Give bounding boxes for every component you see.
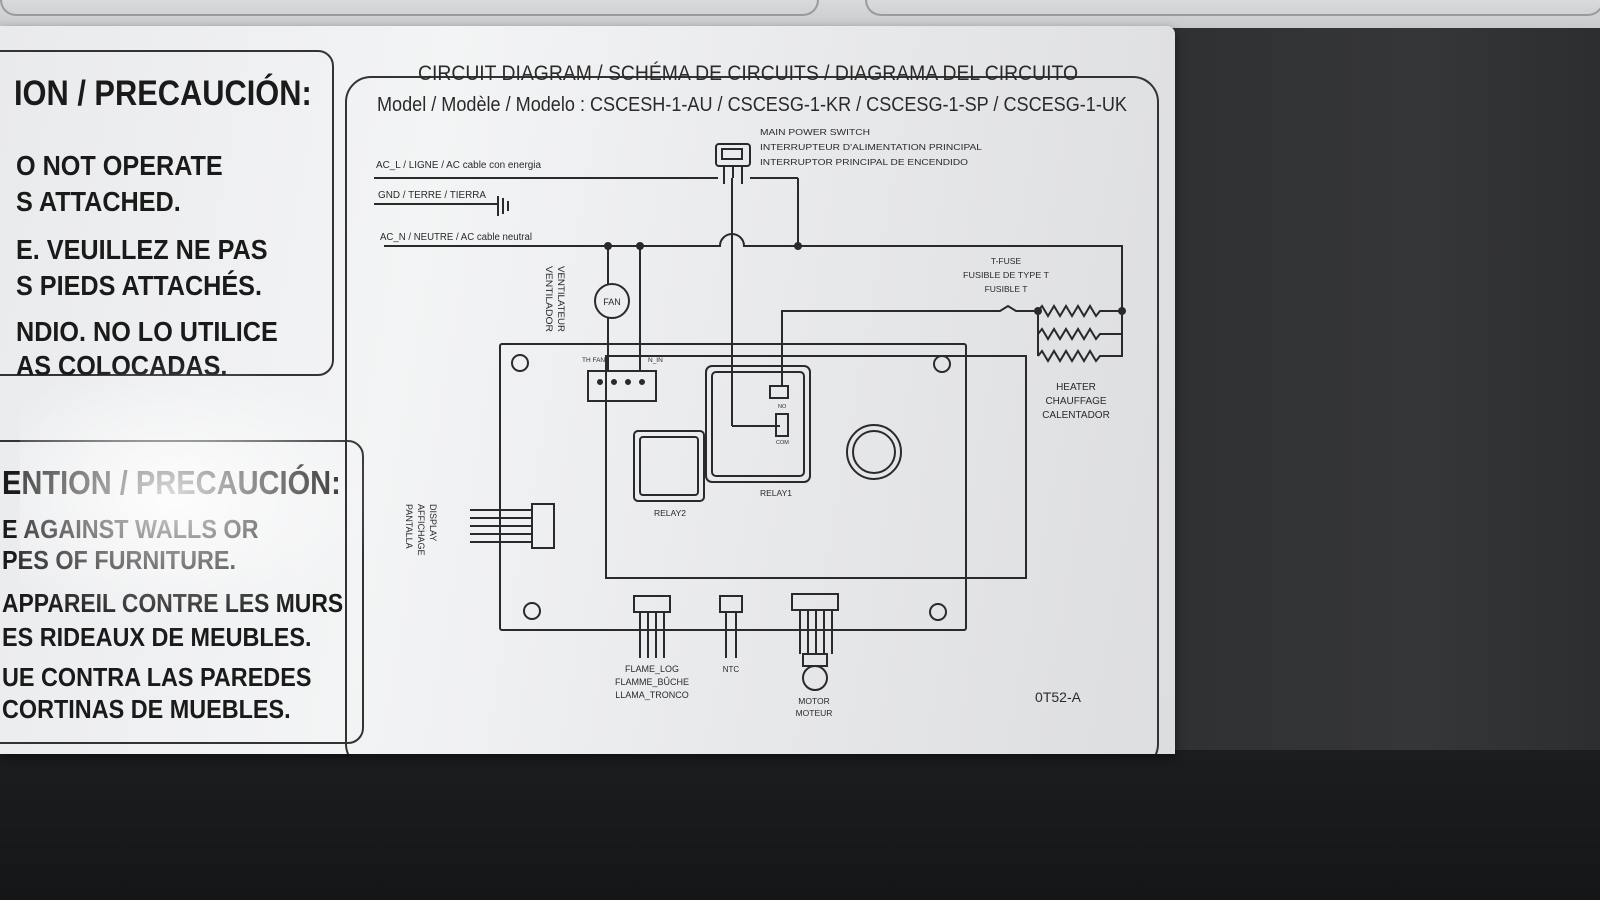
- circuit-diagram: CIRCUIT DIAGRAM / SCHÉMA DE CIRCUITS / D…: [374, 62, 1128, 718]
- motor-label: MOTOR: [798, 696, 829, 706]
- circuit-diagram-panel: [345, 76, 1159, 754]
- main-switch-label: INTERRUPTOR PRINCIPAL DE ENCENDIDO: [760, 157, 968, 167]
- sticker-label: ION / PRECAUCIÓN: O NOT OPERATE S ATTACH…: [0, 26, 1175, 754]
- warning-line: O NOT OPERATE: [16, 150, 223, 181]
- diagram-model: Model / Modèle / Modelo : CSCESH-1-AU / …: [377, 94, 1128, 116]
- fan-symbol-label: FAN: [603, 297, 621, 307]
- warning-line: S PIEDS ATTACHÉS.: [16, 270, 262, 301]
- display-label: PANTALLA: [404, 504, 414, 549]
- warning-heading: ION / PRECAUCIÓN:: [14, 74, 312, 113]
- fan-connector-label: TH FAN: [582, 357, 605, 364]
- relay1-label: RELAY1: [760, 488, 792, 498]
- relay-pin-label: COM: [776, 440, 789, 446]
- warning-line: NDIO. NO LO UTILICE: [16, 316, 278, 347]
- flame-log-label: FLAMME_BÛCHE: [615, 677, 689, 687]
- fan-connector-label: N_IN: [648, 357, 663, 364]
- fan-label: VENTILADOR: [544, 266, 554, 333]
- relay-pin-label: NO: [778, 404, 787, 410]
- display-label: AFFICHAGE: [416, 504, 426, 556]
- fan-labels: VENTILATEUR VENTILADOR: [544, 266, 566, 333]
- display-label: DISPLAY: [428, 504, 438, 541]
- display-labels: DISPLAY AFFICHAGE PANTALLA: [404, 504, 438, 556]
- fuse-label: FUSIBLE DE TYPE T: [963, 270, 1049, 280]
- main-switch-label: INTERRUPTEUR D'ALIMENTATION PRINCIPAL: [760, 142, 982, 152]
- main-switch-label: MAIN POWER SWITCH: [760, 127, 870, 137]
- heater-label: HEATER: [1056, 382, 1096, 393]
- warning-line: UE CONTRA LAS PAREDES: [2, 662, 312, 692]
- heater-label: CALENTADOR: [1042, 410, 1110, 421]
- flame-log-label: FLAME_LOG: [625, 664, 679, 674]
- diagram-title: CIRCUIT DIAGRAM / SCHÉMA DE CIRCUITS / D…: [418, 62, 1078, 85]
- fan-label: VENTILATEUR: [556, 266, 566, 333]
- fuse-label: FUSIBLE T: [985, 284, 1028, 294]
- diagram-code: 0T52-A: [1035, 689, 1082, 705]
- heater-label: CHAUFFAGE: [1045, 396, 1106, 407]
- motor-label: MOTEUR: [796, 708, 833, 718]
- ntc-label: NTC: [723, 665, 740, 674]
- warning-line: S ATTACHED.: [16, 186, 181, 217]
- power-wiring: [374, 143, 1126, 691]
- ground-label: GND / TERRE / TIERRA: [378, 190, 486, 201]
- warning-line: E. VEUILLEZ NE PAS: [16, 234, 268, 265]
- ac-neutral-label: AC_N / NEUTRE / AC cable neutral: [380, 232, 532, 243]
- ac-line-label: AC_L / LIGNE / AC cable con energia: [376, 160, 541, 171]
- dark-floor-surface: [0, 750, 1600, 900]
- dark-wall-surface: [1150, 0, 1600, 760]
- flame-log-label: LLAMA_TRONCO: [615, 690, 689, 700]
- fuse-label: T-FUSE: [991, 256, 1022, 266]
- relay2-label: RELAY2: [654, 508, 686, 518]
- upper-label-edge: [0, 0, 1600, 28]
- warning-line: CORTINAS DE MUEBLES.: [2, 694, 291, 724]
